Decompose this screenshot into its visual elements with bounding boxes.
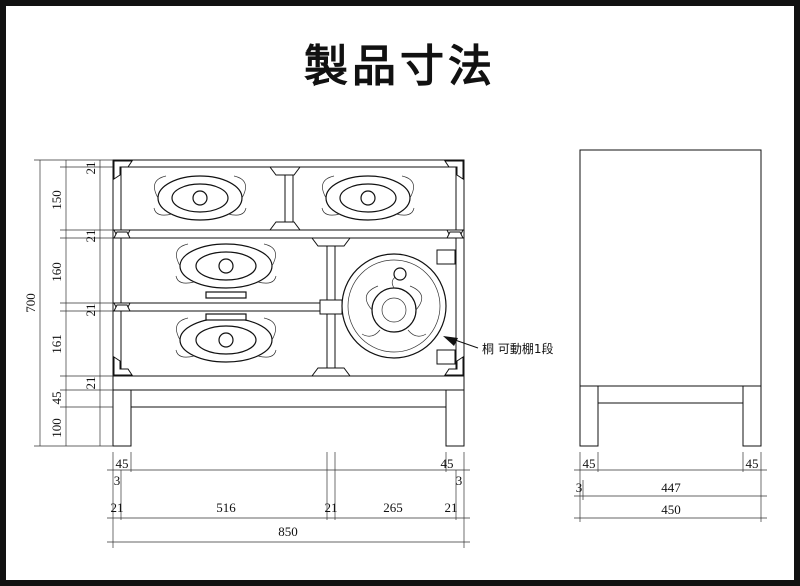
- drawer-carving-top-right: [321, 175, 415, 221]
- side-leg-right: [742, 385, 762, 447]
- dim-drawer2: 160: [49, 262, 64, 282]
- dim-door-width: 265: [383, 500, 403, 515]
- left-dimension-lines: [34, 159, 113, 447]
- side-dim-leg-right: 45: [746, 456, 759, 471]
- dim-mid-rail2: 21: [83, 304, 98, 317]
- page-title: 製品寸法: [304, 41, 496, 92]
- dim-side-right: 21: [445, 500, 458, 515]
- dim-total-height: 700: [23, 293, 38, 313]
- side-dimension-lines: [574, 452, 767, 522]
- dim-offset-right: 3: [456, 473, 463, 488]
- dim-side-left: 21: [111, 500, 124, 515]
- dim-drawer3: 161: [49, 334, 64, 354]
- front-leg-left: [112, 389, 132, 447]
- dim-drawer-width: 516: [216, 500, 236, 515]
- side-dim-total: 450: [661, 502, 681, 517]
- drawer-carving-top-left: [153, 175, 247, 221]
- dim-drawer1: 150: [49, 190, 64, 210]
- front-leg-right: [445, 389, 465, 447]
- corner-fittings: [113, 160, 464, 377]
- dim-top-rail: 21: [83, 162, 98, 175]
- dim-bottom-rail: 21: [83, 377, 98, 390]
- drawer-carving-bottom: [175, 313, 277, 363]
- door-carving-circle: [341, 253, 447, 359]
- dim-apron: 45: [49, 392, 64, 405]
- side-dim-leg-left: 45: [583, 456, 596, 471]
- shelf-note: 桐 可動棚1段: [482, 341, 553, 356]
- dim-mid-rail1: 21: [83, 230, 98, 243]
- bottom-dimension-lines: [107, 452, 470, 548]
- note-arrow-icon: [443, 336, 458, 346]
- side-view: 45 45 3 447 450: [574, 149, 767, 522]
- dim-offset-left: 3: [114, 473, 121, 488]
- dim-total-width: 850: [278, 524, 298, 539]
- side-leg-left: [579, 385, 599, 447]
- side-body: [579, 149, 762, 387]
- dim-leg-right: 45: [441, 456, 454, 471]
- dim-legs: 100: [49, 418, 64, 438]
- drawer-carving-middle: [175, 243, 277, 299]
- front-view: 桐 可動棚1段 21 150 21 160 21 161 21 45 100 7…: [23, 159, 553, 548]
- dim-leg-left: 45: [116, 456, 129, 471]
- side-dim-offset: 3: [576, 480, 583, 495]
- dim-divider: 21: [325, 500, 338, 515]
- side-dim-inner: 447: [661, 480, 681, 495]
